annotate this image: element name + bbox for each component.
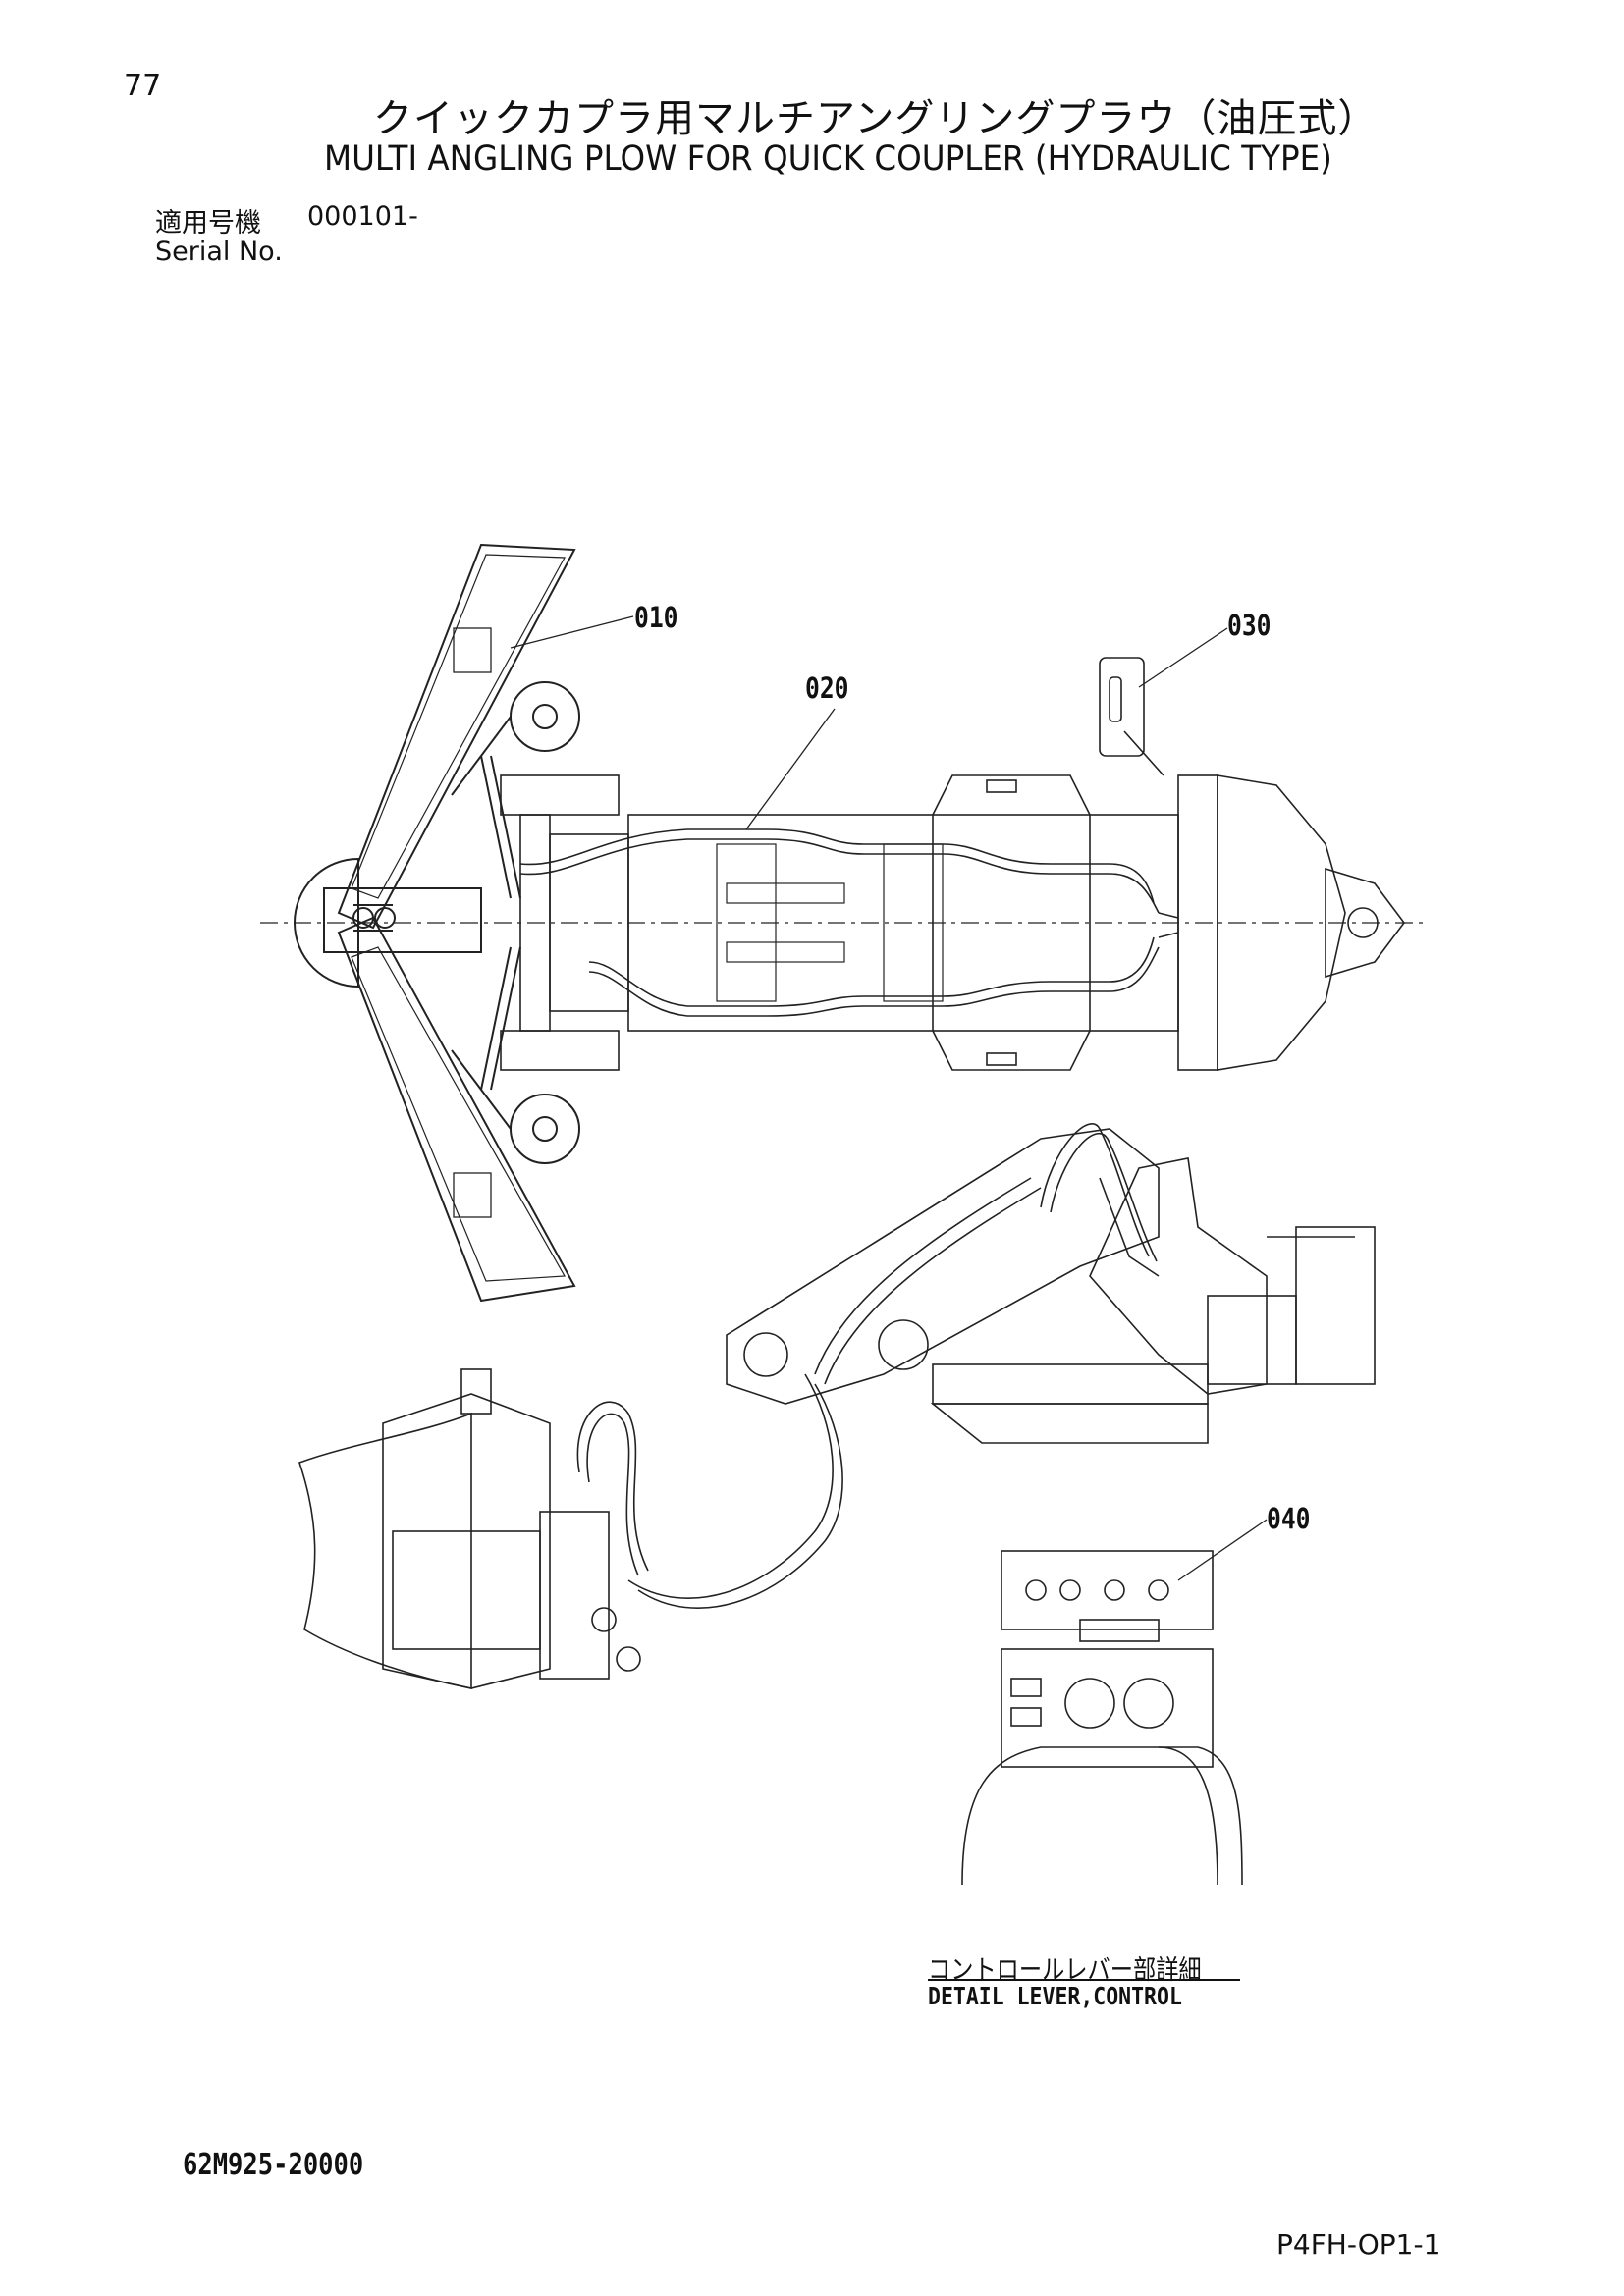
title-english: MULTI ANGLING PLOW FOR QUICK COUPLER (HY… [324, 139, 1332, 179]
excavator-arm-side-view [726, 1123, 1376, 1444]
leader-030 [1138, 627, 1228, 688]
detail-underline [928, 1979, 1240, 1981]
callout-040: 040 [1267, 1502, 1311, 1535]
coupler-frame-top-view [500, 657, 1405, 1071]
serial-label-japanese: 適用号機 [155, 208, 261, 239]
plow-top-view [293, 543, 580, 1303]
callout-030: 030 [1227, 609, 1272, 642]
page-code: P4FH-OP1-1 [1276, 2228, 1441, 2261]
callout-010: 010 [634, 601, 678, 634]
title-japanese: クイックカプラ用マルチアングリングプラウ（油圧式） [373, 96, 1379, 141]
plow-side-view [298, 1177, 1042, 1689]
serial-label-english: Serial No. [155, 237, 283, 267]
serial-number-value: 000101- [307, 201, 418, 232]
page-number: 77 [124, 69, 162, 103]
control-lever-detail [961, 1550, 1243, 1886]
callout-020: 020 [805, 671, 849, 705]
leader-010 [510, 615, 634, 649]
leader-020 [745, 708, 836, 830]
leader-040 [1177, 1519, 1268, 1581]
detail-label-english: DETAIL LEVER,CONTROL [928, 1982, 1182, 2010]
drawing-number: 62M925-20000 [183, 2148, 364, 2182]
